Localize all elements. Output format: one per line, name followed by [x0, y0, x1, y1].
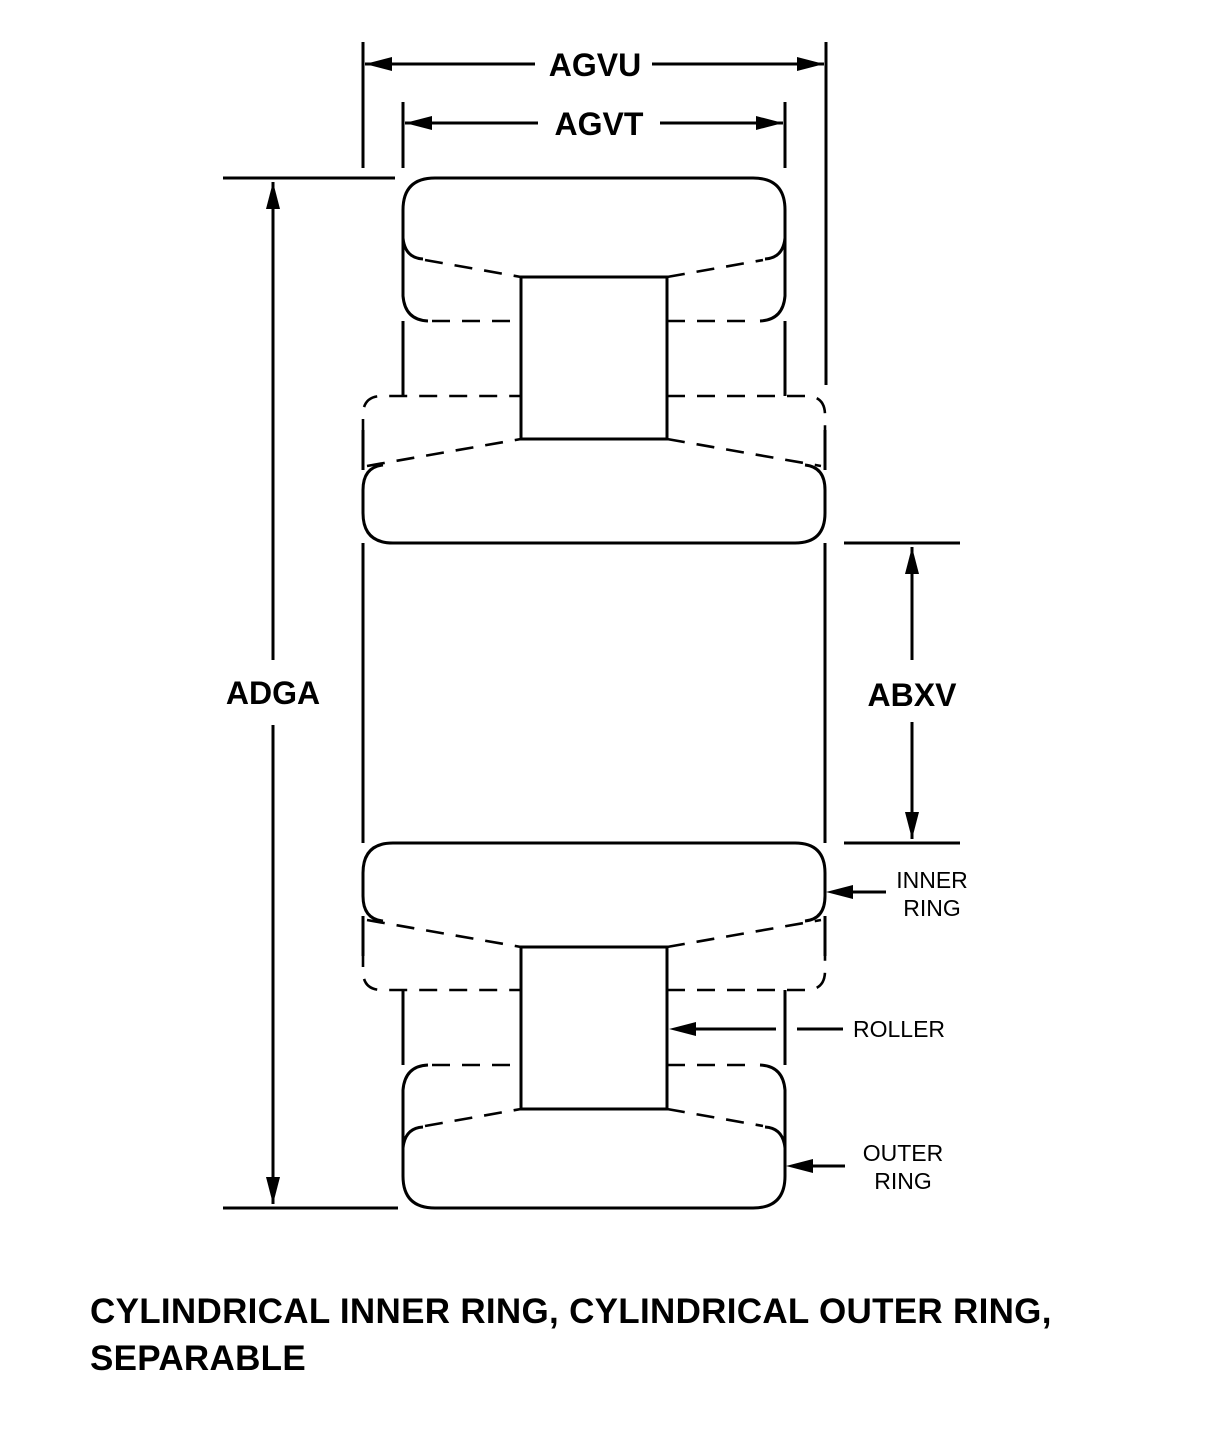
- outer-ring-top-corner-right: [764, 237, 787, 261]
- caption-line-1: CYLINDRICAL INNER RING, CYLINDRICAL OUTE…: [90, 1292, 1052, 1331]
- agvu-label: AGVU: [549, 47, 641, 83]
- outer-ring-top-race-right: [666, 258, 764, 279]
- outer-ring-top-outline: [401, 176, 787, 255]
- bearing-top-section: [361, 176, 827, 545]
- abxv-label: ABXV: [868, 677, 958, 713]
- inner-ring-bottom-race-left: [366, 918, 522, 949]
- diagram-caption: CYLINDRICAL INNER RING, CYLINDRICAL OUTE…: [90, 1288, 1052, 1382]
- outer-ring-label-line1: OUTER: [863, 1140, 944, 1166]
- roller-arrow: [669, 1022, 696, 1036]
- agvt-arrow-left: [405, 116, 432, 130]
- callout-inner-ring: INNER RING: [826, 867, 968, 921]
- abxv-arrow-top: [905, 547, 919, 574]
- outer-ring-bottom-corner-right: [764, 1125, 787, 1149]
- inner-ring-top-body: [361, 463, 827, 545]
- inner-ring-bottom-body: [361, 841, 827, 923]
- outer-ring-bottom-corner-left: [401, 1125, 424, 1149]
- inner-ring-top: [361, 394, 827, 545]
- outer-ring-top: [401, 176, 787, 396]
- inner-ring-bottom-race-right: [666, 918, 822, 949]
- dimension-agvt: AGVT: [401, 102, 787, 168]
- dimension-abxv: ABXV: [844, 541, 960, 845]
- inner-ring-bottom: [361, 841, 827, 992]
- inner-ring-bottom-flange-right: [667, 949, 827, 992]
- agvu-arrow-left: [365, 57, 392, 71]
- outer-ring-top-lip-right: [759, 255, 787, 323]
- outer-ring-bottom-lip-left: [401, 1063, 429, 1131]
- outer-ring-bottom-lip-right: [759, 1063, 787, 1131]
- inner-ring-top-race-left: [366, 437, 522, 468]
- outer-ring-bottom-outline: [401, 1131, 787, 1210]
- inner-ring-bottom-flange-left: [361, 949, 521, 992]
- inner-ring-top-flange-left: [361, 394, 521, 437]
- inner-ring-label-line2: RING: [903, 895, 961, 921]
- abxv-arrow-bottom: [905, 812, 919, 839]
- outer-ring-top-lip-left: [401, 255, 429, 323]
- outer-ring-bottom-race-right: [666, 1107, 764, 1128]
- roller-label: ROLLER: [853, 1016, 945, 1042]
- agvt-label: AGVT: [555, 106, 644, 142]
- callout-roller: ROLLER: [669, 1016, 945, 1042]
- dimension-agvu: AGVU: [361, 42, 828, 385]
- outer-ring-label-line2: RING: [874, 1168, 932, 1194]
- dimension-adga: ADGA: [223, 176, 398, 1210]
- bearing-bottom-section: [361, 841, 827, 1210]
- roller-top: [519, 275, 669, 441]
- inner-ring-top-flange-right: [667, 394, 827, 437]
- outer-ring-top-corner-left: [401, 237, 424, 261]
- inner-ring-top-race-right: [666, 437, 822, 468]
- outer-ring-arrow: [786, 1159, 813, 1173]
- outer-ring-bottom-race-left: [424, 1107, 522, 1128]
- roller-bottom: [519, 945, 669, 1111]
- inner-ring-label-line1: INNER: [896, 867, 968, 893]
- outer-ring-bottom: [401, 990, 787, 1210]
- outer-ring-top-race-left: [424, 258, 522, 279]
- adga-arrow-bottom: [266, 1177, 280, 1204]
- agvt-arrow-right: [756, 116, 783, 130]
- adga-label: ADGA: [226, 675, 320, 711]
- callout-outer-ring: OUTER RING: [786, 1140, 943, 1194]
- inner-ring-arrow: [826, 885, 853, 899]
- agvu-arrow-right: [797, 57, 824, 71]
- caption-line-2: SEPARABLE: [90, 1339, 306, 1378]
- adga-arrow-top: [266, 182, 280, 209]
